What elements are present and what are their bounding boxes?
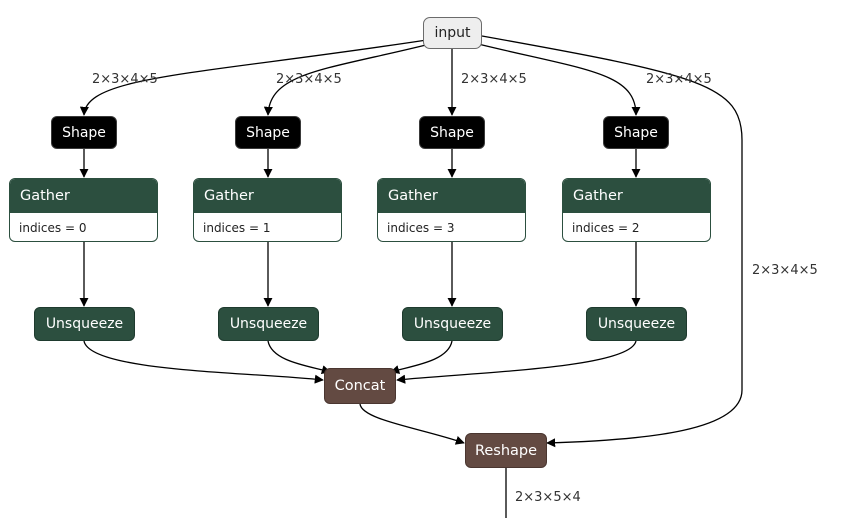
shape-node-1[interactable]: Shape bbox=[51, 116, 117, 149]
unsqueeze-node-label: Unsqueeze bbox=[597, 316, 676, 332]
attribute-value: 2 bbox=[631, 221, 640, 235]
gather-node-title: Gather bbox=[563, 179, 710, 213]
gather-attribute[interactable]: indices = 1 bbox=[203, 221, 271, 235]
gather-node-1[interactable]: Gather indices = 0 bbox=[9, 178, 158, 242]
attribute-name: indices bbox=[572, 221, 615, 235]
attribute-name: indices bbox=[203, 221, 246, 235]
edge-label-input-reshape: 2×3×4×5 bbox=[752, 263, 818, 278]
edge-input-shape-1 bbox=[79, 37, 441, 116]
shape-node-4[interactable]: Shape bbox=[603, 116, 669, 149]
gather-node-3[interactable]: Gather indices = 3 bbox=[377, 178, 526, 242]
edge-concat-reshape bbox=[359, 403, 465, 445]
shape-node-3[interactable]: Shape bbox=[419, 116, 485, 149]
attribute-value: 1 bbox=[262, 221, 271, 235]
input-node[interactable]: input bbox=[423, 17, 482, 49]
gather-node-4[interactable]: Gather indices = 2 bbox=[562, 178, 711, 242]
shape-node-label: Shape bbox=[62, 124, 106, 141]
gather-attribute[interactable]: indices = 0 bbox=[19, 221, 87, 235]
gather-attribute[interactable]: indices = 3 bbox=[387, 221, 455, 235]
gather-attribute[interactable]: indices = 2 bbox=[572, 221, 640, 235]
edge-label-shape-1: 2×3×4×5 bbox=[92, 72, 158, 87]
edge-unsq-concat-2 bbox=[267, 340, 331, 375]
input-node-label: input bbox=[434, 25, 471, 41]
gather-node-title: Gather bbox=[10, 179, 157, 213]
reshape-node-label: Reshape bbox=[474, 442, 538, 459]
shape-node-label: Shape bbox=[430, 124, 474, 141]
edge-input-shape-4 bbox=[461, 39, 641, 116]
shape-node-label: Shape bbox=[614, 124, 658, 141]
gather-node-title: Gather bbox=[194, 179, 341, 213]
shape-node-label: Shape bbox=[246, 124, 290, 141]
edge-unsq-concat-3 bbox=[390, 340, 453, 374]
edge-label-reshape-output: 2×3×5×4 bbox=[515, 490, 581, 505]
attribute-value: 3 bbox=[446, 221, 455, 235]
unsqueeze-node-4[interactable]: Unsqueeze bbox=[586, 307, 687, 341]
edge-label-shape-2: 2×3×4×5 bbox=[276, 72, 342, 87]
unsqueeze-node-1[interactable]: Unsqueeze bbox=[34, 307, 135, 341]
unsqueeze-node-label: Unsqueeze bbox=[413, 316, 492, 332]
edge-input-reshape bbox=[481, 35, 743, 448]
shape-node-2[interactable]: Shape bbox=[235, 116, 301, 149]
edge-label-shape-4: 2×3×4×5 bbox=[646, 72, 712, 87]
concat-node[interactable]: Concat bbox=[324, 368, 396, 404]
edge-unsq-concat-4 bbox=[396, 340, 637, 384]
attribute-value: 0 bbox=[78, 221, 87, 235]
unsqueeze-node-2[interactable]: Unsqueeze bbox=[218, 307, 319, 341]
edge-input-shape-2 bbox=[263, 39, 447, 116]
unsqueeze-node-label: Unsqueeze bbox=[229, 316, 308, 332]
unsqueeze-node-label: Unsqueeze bbox=[45, 316, 124, 332]
gather-node-title: Gather bbox=[378, 179, 525, 213]
attribute-name: indices bbox=[19, 221, 62, 235]
edge-unsq-concat-1 bbox=[83, 340, 324, 384]
gather-node-2[interactable]: Gather indices = 1 bbox=[193, 178, 342, 242]
unsqueeze-node-3[interactable]: Unsqueeze bbox=[402, 307, 503, 341]
concat-node-label: Concat bbox=[334, 378, 386, 394]
attribute-name: indices bbox=[387, 221, 430, 235]
edge-label-shape-3: 2×3×4×5 bbox=[461, 72, 527, 87]
reshape-node[interactable]: Reshape bbox=[465, 433, 547, 468]
